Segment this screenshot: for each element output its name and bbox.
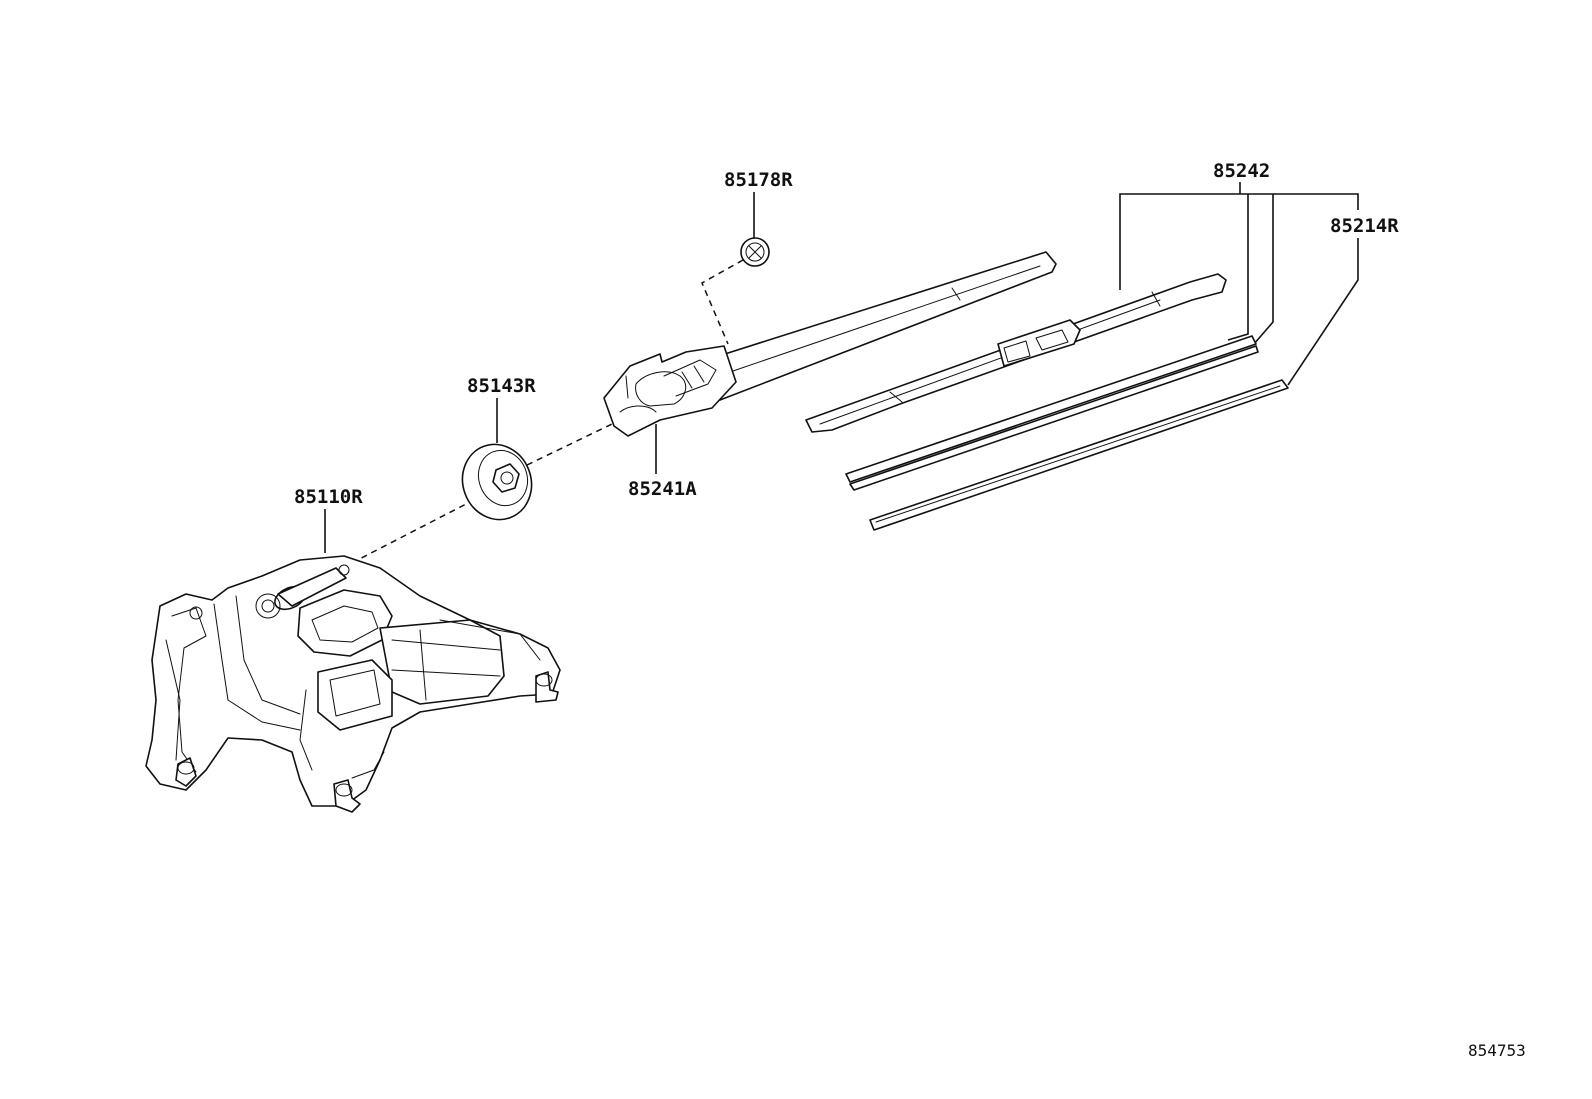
blade-rubber-85242 xyxy=(845,335,1259,491)
part-label-85178R[interactable]: 85178R xyxy=(724,169,793,191)
wiper-motor-85110R xyxy=(145,555,561,813)
assembly-dashed-lines xyxy=(341,259,744,569)
part-label-85110R[interactable]: 85110R xyxy=(294,486,363,508)
blade-rubber-85214R xyxy=(869,379,1289,531)
part-label-85214R[interactable]: 85214R xyxy=(1330,215,1399,237)
part-label-85241A[interactable]: 85241A xyxy=(628,478,697,500)
wiper-arm-85241A xyxy=(603,251,1057,437)
leader-lines xyxy=(324,182,1359,553)
diagram-reference-number: 854753 xyxy=(1468,1041,1526,1060)
wiper-blade-85242 xyxy=(805,273,1227,433)
pivot-cover-85143R xyxy=(461,443,533,521)
part-label-85143R[interactable]: 85143R xyxy=(467,375,536,397)
part-label-85242[interactable]: 85242 xyxy=(1213,160,1270,182)
cap-nut-85178R xyxy=(740,237,770,267)
